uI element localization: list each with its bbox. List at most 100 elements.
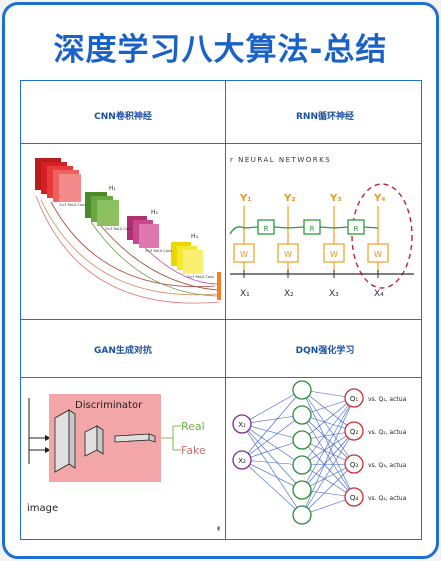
- rnn-input-4: X₄: [374, 289, 384, 299]
- dqn-edge-out-5-2: [301, 463, 355, 516]
- gan-diagram: Discriminator Real Fake image ◖: [27, 394, 220, 532]
- gan-corner-mark: ◖: [217, 525, 220, 532]
- rnn-diagram: r NEURAL NETWORKS Y₁ Y₂ Y₃ Y₄ W: [229, 156, 414, 299]
- dqn-output-label-1: Q₁: [350, 395, 359, 403]
- dqn-edge-out-0-2: [301, 389, 355, 465]
- dqn-edge-in-1-2: [241, 439, 303, 461]
- gan-real-label: Real: [181, 420, 205, 433]
- rnn-hidden-2: R: [310, 225, 315, 233]
- dqn-hidden-node-2: [292, 405, 312, 425]
- grid-divider-h1: [21, 143, 421, 144]
- dqn-edge-in-1-4: [241, 459, 303, 491]
- cnn-block-3: [127, 216, 159, 248]
- rnn-panel: r NEURAL NETWORKS Y₁ Y₂ Y₃ Y₄ W: [226, 144, 423, 319]
- dqn-edge-in-0-5: [241, 423, 303, 516]
- rnn-hidden-3: R: [354, 225, 359, 233]
- dqn-output-node-1: [344, 388, 364, 408]
- dqn-edge-in-0-4: [241, 423, 303, 491]
- rnn-input-3: X₃: [329, 289, 339, 299]
- rnn-focus-ellipse: [351, 183, 413, 289]
- dqn-title: DQN强化学习: [295, 346, 355, 356]
- page-title: 深度学习八大算法-总结: [53, 32, 388, 68]
- cnn-block-label-1: 3×3 ReLU Conv: [59, 203, 86, 207]
- cnn-diagram: H₁ H₂ H₃ 3×3 ReLU Conv 3×3 ReLU Conv 3×3…: [35, 158, 221, 304]
- dqn-input-label-2: X₂: [238, 457, 246, 465]
- grid-divider-h3: [21, 377, 421, 378]
- cnn-block-1: [35, 158, 81, 202]
- dqn-edge-out-4-1: [301, 430, 355, 491]
- dqn-output-label-2: Q₂: [350, 428, 359, 436]
- dqn-edge-in-1-5: [241, 459, 303, 516]
- gan-panel: Discriminator Real Fake image ◖: [21, 378, 225, 540]
- dqn-edge-in-1-1: [241, 414, 303, 461]
- dqn-edge-in-1-0: [241, 389, 303, 461]
- grid-divider-vertical: [225, 81, 226, 539]
- rnn-output-4: Y₄: [373, 193, 386, 204]
- dqn-edge-out-4-0: [301, 397, 355, 491]
- rnn-weight-4: W: [374, 250, 382, 259]
- cnn-block-2: [85, 192, 119, 226]
- gan-title: GAN生成对抗: [94, 346, 152, 356]
- dqn-input-node-1: [232, 414, 252, 434]
- dqn-input-label-1: X₁: [238, 421, 246, 429]
- algorithm-grid: CNN卷积神经 RNN循环神经 GAN生成对抗 DQN强化学习: [20, 80, 422, 540]
- rnn-heading: r NEURAL NETWORKS: [230, 156, 331, 164]
- dqn-hidden-node-3: [292, 430, 312, 450]
- dqn-vs-label-4: vs. Q₄, actua: [368, 495, 407, 502]
- dqn-edge-out-5-1: [301, 430, 355, 516]
- cnn-layer-label-1: H₁: [109, 185, 117, 192]
- cnn-block-4: [171, 242, 203, 274]
- cnn-layer-label-2: H₂: [151, 209, 159, 216]
- cnn-block-label-2: 3×3 ReLU Conv: [105, 227, 132, 231]
- dqn-hidden-node-4: [292, 455, 312, 475]
- discriminator-label: Discriminator: [75, 400, 143, 411]
- dqn-edge-out-1-2: [301, 414, 355, 465]
- dqn-input-node-2: [232, 450, 252, 470]
- dqn-edge-in-0-3: [241, 423, 303, 466]
- dqn-edge-out-3-0: [301, 397, 355, 466]
- rnn-input-2: X₂: [284, 289, 294, 299]
- rnn-weight-1: W: [240, 250, 248, 259]
- rnn-input-1: X₁: [240, 289, 250, 299]
- cnn-output-bar: [217, 272, 221, 300]
- rnn-weight-2: W: [284, 250, 292, 259]
- cnn-block-label-3: 3×3 ReLU Conv: [145, 249, 172, 253]
- dqn-edge-in-1-3: [241, 459, 303, 466]
- gan-image-label: image: [27, 503, 58, 514]
- gan-fake-label: Fake: [181, 444, 206, 457]
- dqn-edge-in-0-1: [241, 414, 303, 425]
- rnn-hidden-1: R: [264, 225, 269, 233]
- rnn-weight-3: W: [330, 250, 338, 259]
- cnn-layer-label-3: H₃: [191, 233, 199, 240]
- dqn-edge-in-0-2: [241, 423, 303, 441]
- rnn-output-3: Y₃: [329, 193, 342, 204]
- dqn-edge-out-2-0: [301, 397, 355, 441]
- dqn-vs-label-1: vs. Q₁, actua: [368, 396, 407, 403]
- cnn-block-label-4: 3×3 ReLU Conv: [187, 275, 214, 279]
- dqn-vs-label-2: vs. Q₂, actua: [368, 429, 407, 436]
- dqn-edge-out-0-1: [301, 389, 355, 432]
- rnn-output-1: Y₁: [239, 193, 252, 204]
- cnn-title: CNN卷积神经: [94, 112, 152, 122]
- grid-divider-h2: [21, 319, 421, 320]
- dqn-hidden-node-1: [292, 380, 312, 400]
- dqn-output-node-3: [344, 454, 364, 474]
- dqn-output-node-4: [344, 487, 364, 507]
- dqn-hidden-node-5: [292, 480, 312, 500]
- cnn-panel: H₁ H₂ H₃ 3×3 ReLU Conv 3×3 ReLU Conv 3×3…: [21, 144, 225, 319]
- dqn-edge-out-3-3: [301, 464, 355, 498]
- dqn-vs-label-3: vs. Q₃, actua: [368, 462, 407, 469]
- dqn-edge-out-5-0: [301, 397, 355, 516]
- dqn-edge-in-0-0: [241, 389, 303, 425]
- dqn-edge-out-4-2: [301, 463, 355, 491]
- dqn-output-label-4: Q₄: [350, 494, 359, 502]
- rnn-output-2: Y₂: [283, 193, 296, 204]
- dqn-output-label-3: Q₃: [350, 461, 359, 469]
- dqn-edge-out-2-3: [301, 439, 355, 498]
- dqn-edge-out-3-1: [301, 430, 355, 466]
- rnn-title: RNN循环神经: [296, 112, 354, 122]
- dqn-output-node-2: [344, 421, 364, 441]
- dqn-hidden-node-6: [292, 505, 312, 525]
